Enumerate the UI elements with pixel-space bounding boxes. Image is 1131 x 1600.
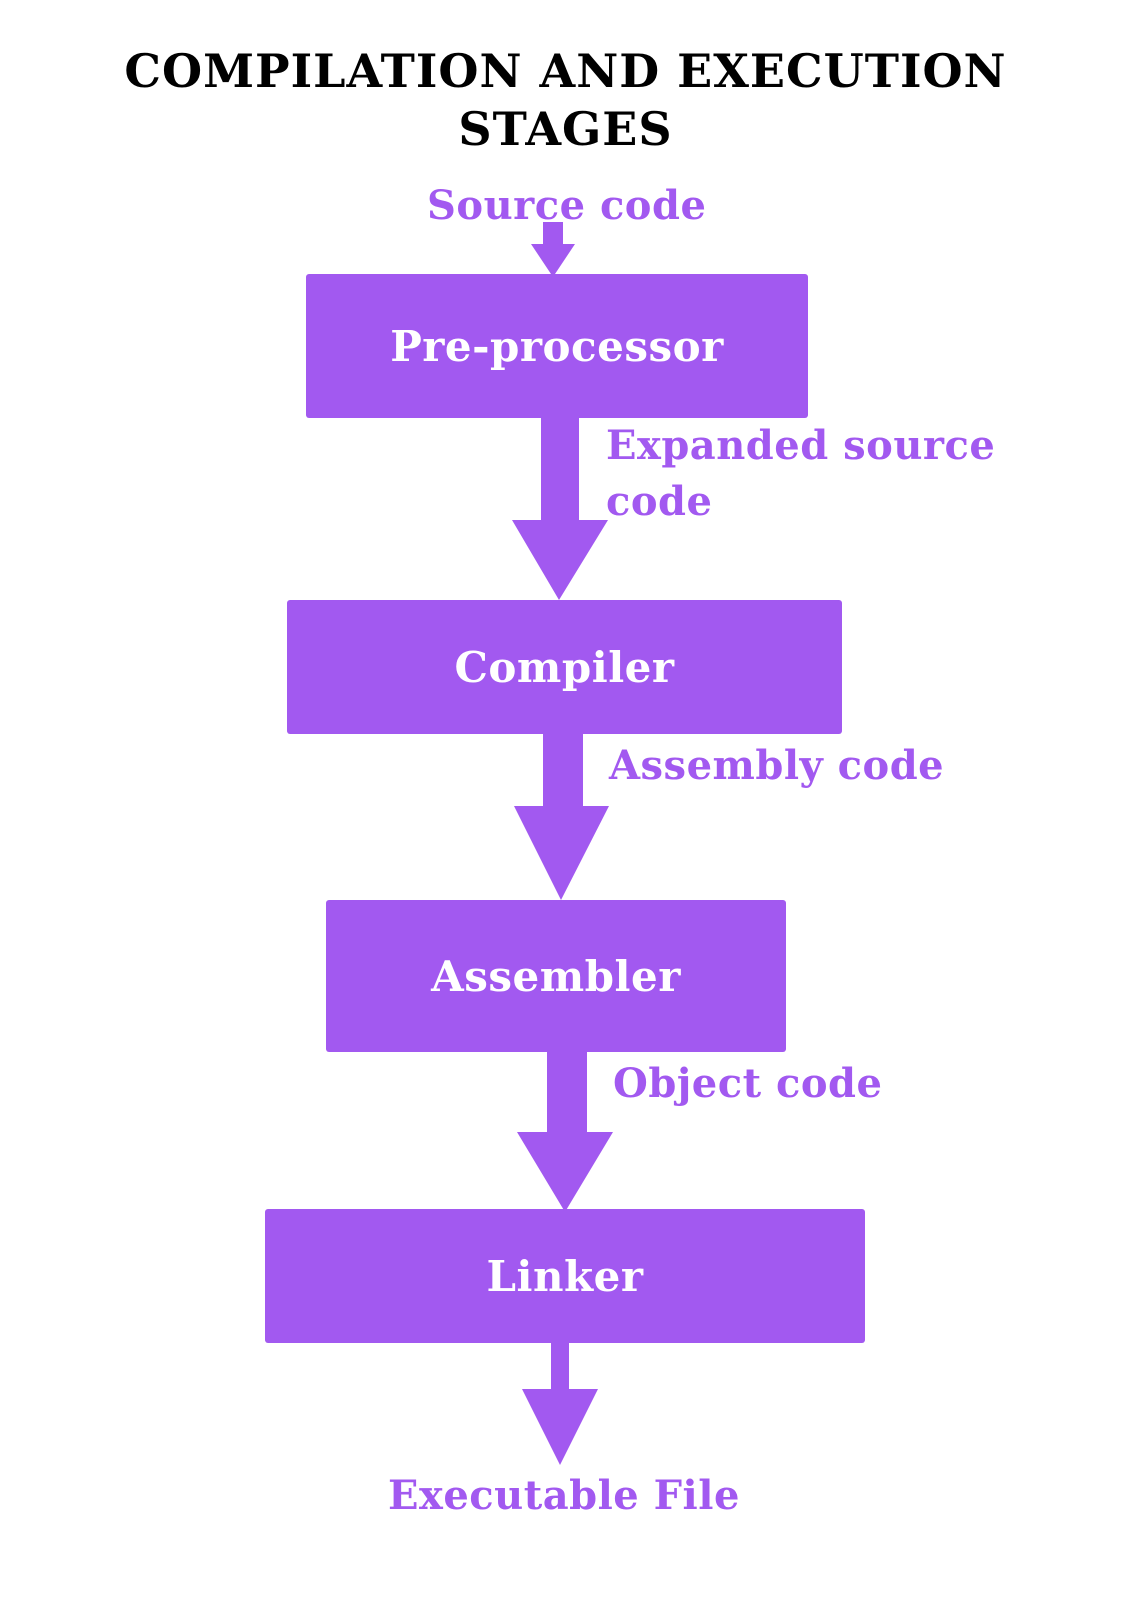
title-line-2: STAGES — [458, 102, 673, 156]
compiler-box: Compiler — [287, 600, 842, 734]
preprocessor-box: Pre-processor — [306, 274, 808, 418]
title-line-1: COMPILATION AND EXECUTION — [124, 44, 1007, 98]
source-code-label: Source code — [427, 182, 707, 229]
arrow-source-to-preprocessor — [531, 222, 575, 277]
executable-file-label: Executable File — [388, 1472, 740, 1519]
expanded-source-code-line-2: code — [606, 478, 713, 525]
linker-label: Linker — [486, 1251, 644, 1301]
assembler-box: Assembler — [326, 900, 786, 1052]
linker-box: Linker — [265, 1209, 865, 1343]
assembly-code-label: Assembly code — [609, 742, 945, 789]
arrow-linker-to-executable — [522, 1339, 598, 1465]
arrow-assembler-to-linker — [517, 1050, 613, 1212]
compiler-label: Compiler — [454, 642, 675, 692]
arrow-preprocessor-to-compiler — [512, 415, 608, 600]
expanded-source-code-label: Expanded source code — [606, 418, 995, 530]
object-code-label: Object code — [613, 1060, 883, 1107]
arrow-compiler-to-assembler — [514, 728, 609, 900]
expanded-source-code-line-1: Expanded source — [606, 422, 996, 469]
preprocessor-label: Pre-processor — [390, 321, 724, 371]
diagram-title: COMPILATION AND EXECUTION STAGES — [0, 42, 1131, 158]
assembler-label: Assembler — [431, 951, 681, 1001]
